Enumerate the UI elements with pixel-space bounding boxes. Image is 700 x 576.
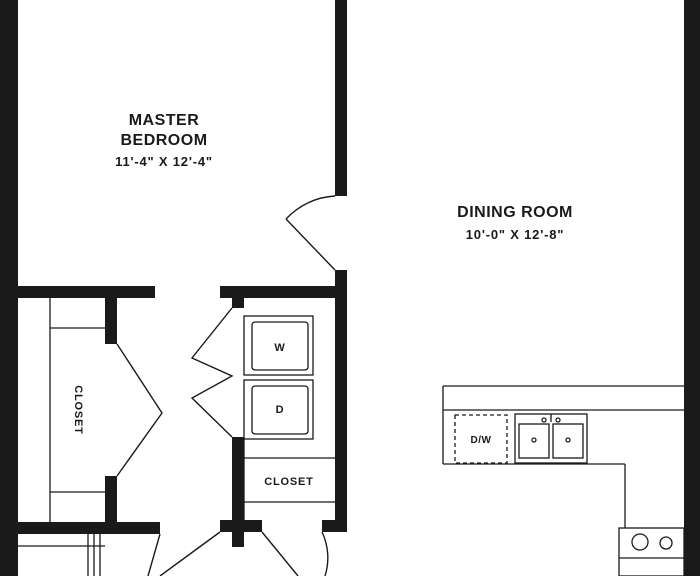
closet-dining-wall — [335, 270, 347, 530]
left-closet-jamb-bottom — [105, 476, 117, 530]
hall-closet-label: CLOSET — [264, 476, 313, 488]
hall-south-wall-left — [0, 522, 160, 534]
laundry-jamb-top — [232, 286, 244, 308]
hall-south-wall-right — [322, 520, 347, 532]
washer-label: W — [274, 342, 285, 354]
bedroom-south-wall-left — [0, 286, 155, 298]
laundry-jamb-bottom — [232, 437, 244, 547]
bedroom-door-swing — [285, 195, 336, 220]
dishwasher — [454, 414, 508, 464]
bedroom-south-wall-right — [220, 286, 347, 298]
bedroom-door-leaf — [285, 218, 336, 271]
laundry-bifold — [190, 307, 234, 438]
hall-south-wall-mid — [220, 520, 262, 532]
master-bedroom-title-line2: BEDROOM — [120, 132, 207, 149]
left-closet-bifold — [116, 343, 163, 477]
bedroom-dining-wall — [335, 0, 347, 196]
left-closet-jamb-top — [105, 286, 117, 344]
washer — [243, 315, 314, 376]
dishwasher-label: D/W — [471, 435, 492, 446]
dryer-label: D — [276, 404, 285, 416]
master-bedroom-title-line1: MASTER — [129, 112, 200, 129]
stove — [631, 533, 673, 551]
linework — [18, 298, 685, 576]
kitchen-sink — [514, 413, 588, 464]
dryer — [243, 379, 314, 440]
right-exterior-wall — [684, 0, 700, 576]
dining-room-title: DINING ROOM — [457, 204, 573, 221]
left-closet-label: CLOSET — [72, 385, 84, 434]
doors — [116, 195, 336, 576]
dining-room-dimensions: 10'-0" X 12'-8" — [466, 227, 564, 242]
master-bedroom-dimensions: 11'-4" X 12'-4" — [115, 154, 213, 169]
